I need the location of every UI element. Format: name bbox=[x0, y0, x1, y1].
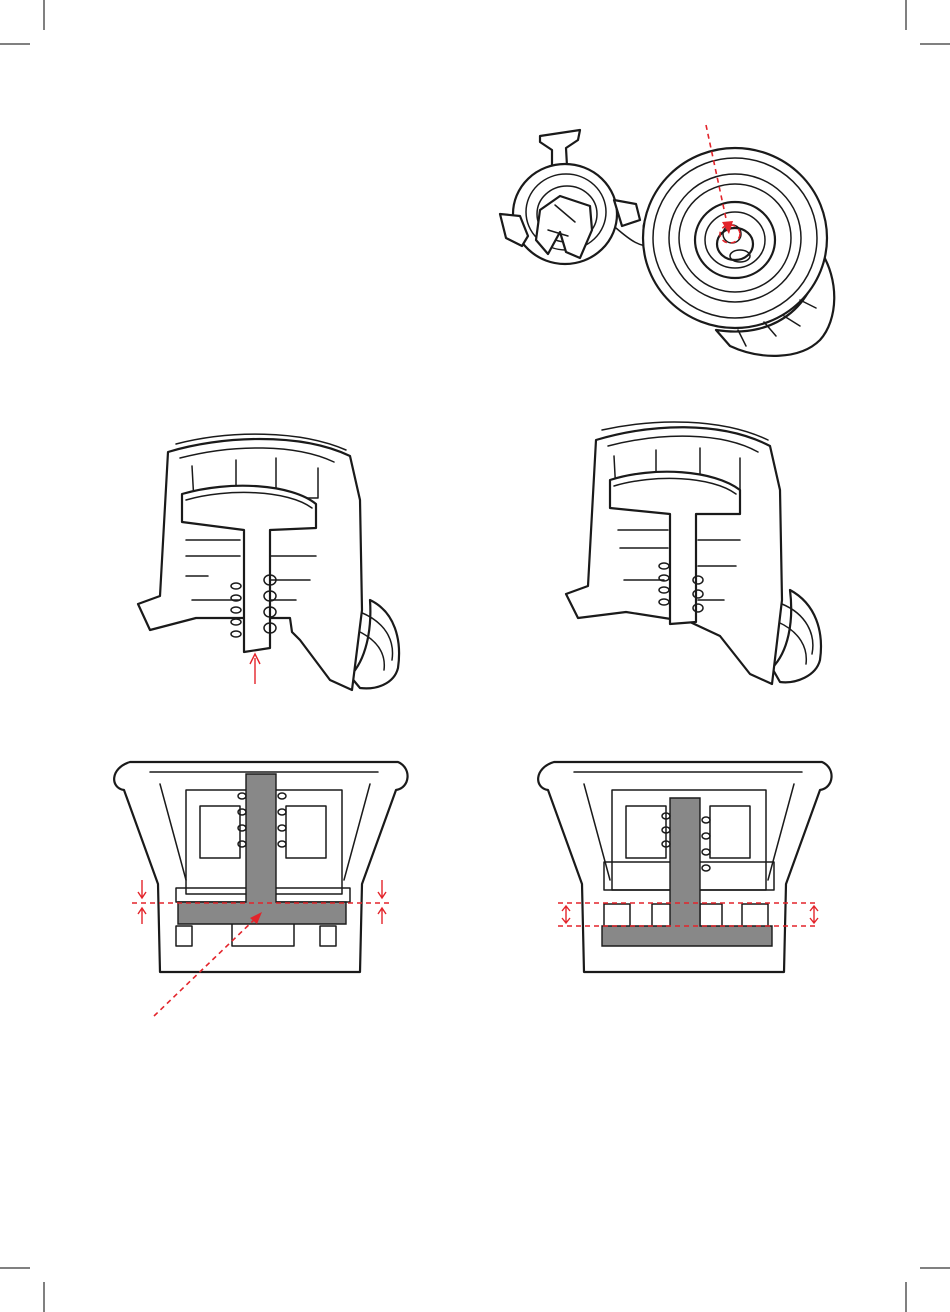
valve-cap-assembly bbox=[500, 125, 834, 356]
cutaway-closed bbox=[566, 422, 821, 684]
section-open bbox=[114, 762, 407, 1016]
section-closed bbox=[538, 762, 831, 972]
cutaway-open bbox=[138, 434, 399, 690]
